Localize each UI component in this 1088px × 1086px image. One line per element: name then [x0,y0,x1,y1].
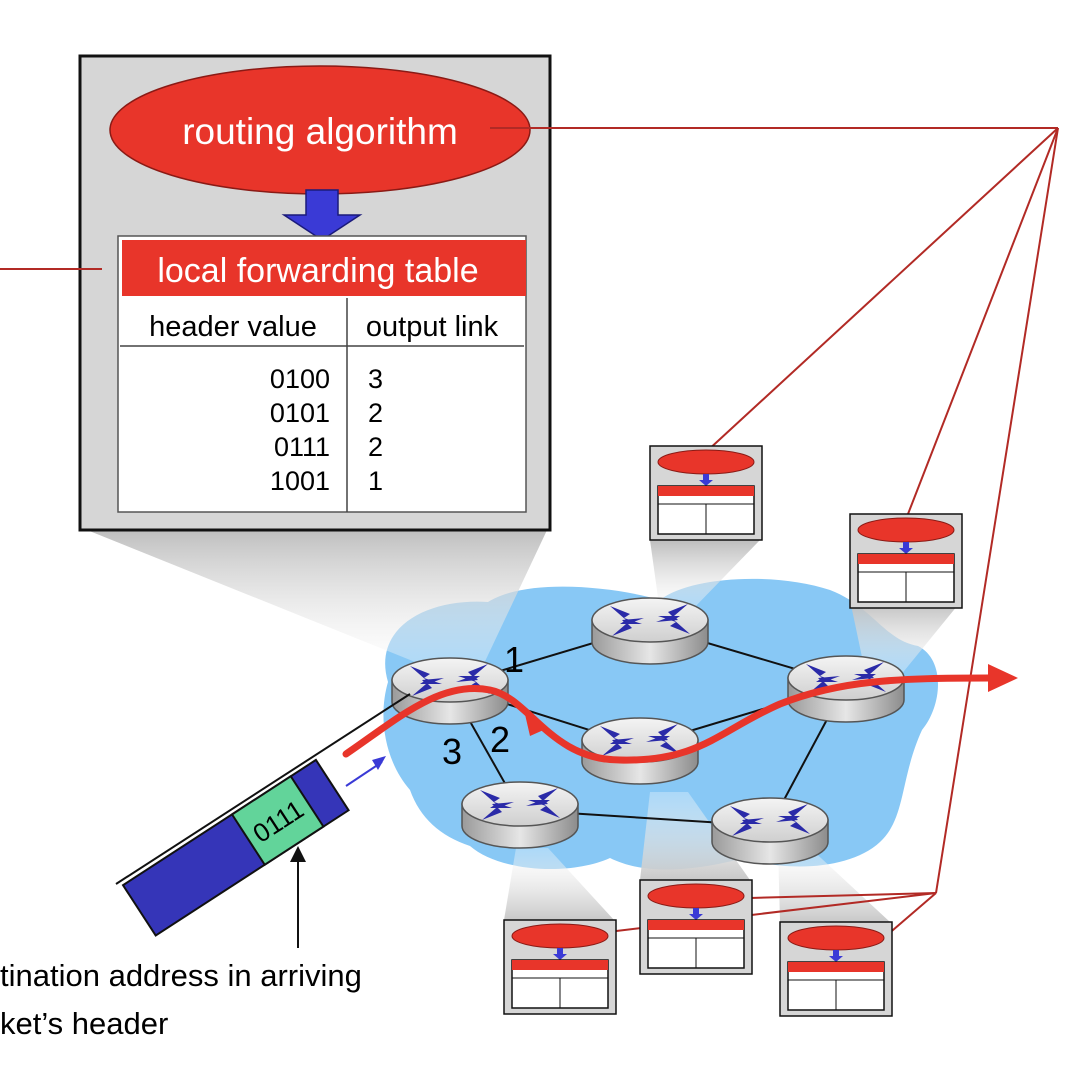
table-rows: 0100 3 0101 2 0111 2 1001 1 [270,364,383,496]
header-value-cell: 0111 [274,432,330,462]
port-1-label: 1 [504,639,524,680]
connector-line [907,127,1059,515]
callout-beam [778,846,890,922]
callout-beam [640,792,750,880]
table-row: 0101 2 [270,398,383,428]
forwarding-table-title-bar [122,240,526,296]
connector-line [705,127,1059,453]
mini-tables [503,445,963,1017]
output-link-cell: 1 [368,466,383,496]
caption-arrow-head-icon [290,846,306,862]
mini-router-table [649,445,763,541]
column-header-link: output link [366,311,499,343]
router-icon [591,597,709,665]
header-value-cell: 0101 [270,398,330,428]
packet-arrow-head-icon [372,756,386,770]
caption-line-1: tination address in arriving [0,958,362,993]
packet-path [342,674,994,764]
routers [391,597,905,865]
packet: 0111 [121,758,350,937]
header-value-cell: 1001 [270,466,330,496]
table-row: 0100 3 [270,364,383,394]
output-link-cell: 2 [368,398,383,428]
callout-beam [650,540,760,612]
caption-line-2: ket’s header [0,1006,168,1041]
forwarding-table-title: local forwarding table [157,252,478,290]
routing-algorithm-label: routing algorithm [182,111,458,152]
port-2-label: 2 [490,719,510,760]
output-link-cell: 2 [368,432,383,462]
incoming-link [115,693,411,885]
down-arrow-icon [281,189,363,241]
callout-beam [504,848,614,920]
mini-router-table [779,921,893,1017]
output-link-cell: 3 [368,364,383,394]
port-3-label: 3 [442,731,462,772]
connector-line [935,127,1059,894]
router-icon [461,781,579,849]
mini-router-table [849,513,963,609]
mini-router-table [503,919,617,1015]
router-icon [711,797,829,865]
callout-beam [850,600,962,676]
connector-line [749,892,937,899]
path-mid-arrow-icon [524,710,548,736]
path-arrowhead-icon [988,664,1018,692]
mini-router-table [639,879,753,975]
table-row: 0111 2 [274,432,383,462]
table-row: 1001 1 [270,466,383,496]
header-value-cell: 0100 [270,364,330,394]
column-header-value: header value [149,311,317,343]
main-callout-beam [82,528,548,672]
connector-line [885,892,937,937]
